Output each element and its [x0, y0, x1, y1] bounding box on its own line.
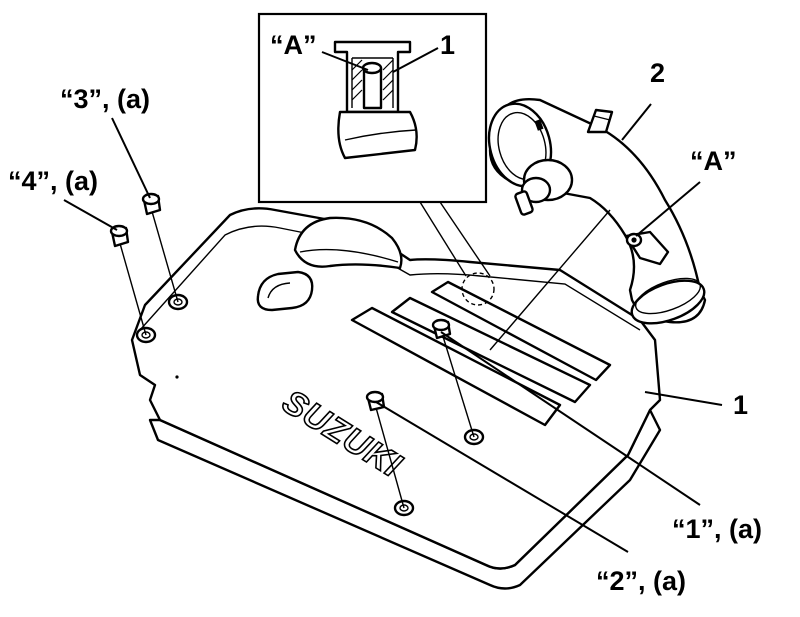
bolt-3 — [141, 192, 179, 303]
callout-bolt-2: “2”, (a) — [596, 566, 686, 596]
callout-bolt-1: “1”, (a) — [672, 514, 762, 544]
callout-detail-a: “A” — [270, 30, 317, 60]
intake-hose — [487, 98, 707, 325]
callout-detail-a-part: 1 — [440, 30, 455, 60]
detail-marker — [461, 272, 495, 306]
callout-bolt-4: “4”, (a) — [8, 166, 98, 196]
bolt-1 — [431, 318, 475, 438]
engine-cover: SUZUKI — [130, 207, 662, 590]
bolt-4 — [109, 224, 147, 336]
callout-hose-a: “A” — [690, 146, 737, 176]
detail-inset — [257, 12, 488, 204]
callout-bolt-3: “3”, (a) — [60, 84, 150, 114]
callout-cover: 1 — [733, 390, 748, 420]
callout-hose: 2 — [650, 58, 665, 88]
